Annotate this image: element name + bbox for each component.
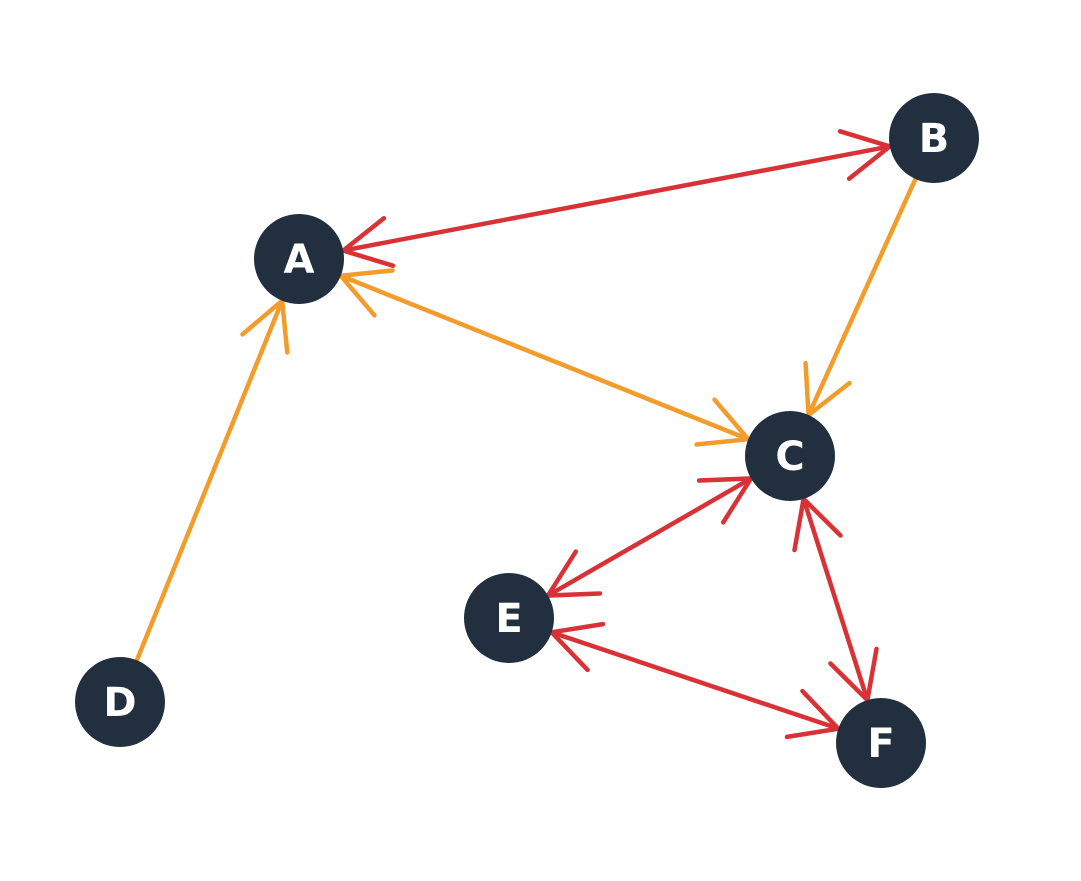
nodes-layer: A B C D E F	[75, 93, 979, 788]
edge-A-B	[338, 129, 895, 268]
node-circle	[836, 698, 926, 788]
edge-D-A	[134, 296, 290, 663]
node-circle	[254, 214, 344, 304]
node-label: F	[867, 721, 894, 767]
edge-line	[545, 476, 754, 598]
arrowhead-B-icon	[837, 129, 895, 182]
edge-line	[338, 273, 751, 442]
edge-C-E	[543, 476, 756, 598]
node-circle	[745, 411, 835, 501]
node-B[interactable]: B	[889, 93, 979, 183]
arrowhead-E-icon	[543, 549, 603, 598]
node-circle	[889, 93, 979, 183]
node-label: D	[103, 680, 136, 726]
edge-C-F	[792, 494, 879, 705]
node-label: C	[775, 434, 804, 480]
edge-line	[134, 298, 285, 663]
edge-E-F	[547, 621, 843, 740]
node-circle	[75, 657, 165, 747]
node-A[interactable]: A	[254, 214, 344, 304]
arrowhead-C-icon	[803, 360, 852, 420]
node-circle	[464, 573, 554, 663]
node-label: B	[919, 116, 950, 162]
node-C[interactable]: C	[745, 411, 835, 501]
edge-B-C	[803, 176, 918, 420]
arrowhead-A-icon	[336, 268, 395, 318]
edge-line	[340, 144, 893, 253]
arrowhead-A-icon	[338, 215, 396, 268]
edge-A-C	[336, 268, 753, 447]
node-label: A	[284, 237, 315, 283]
node-E[interactable]: E	[464, 573, 554, 663]
edge-line	[801, 496, 870, 703]
arrowhead-A-icon	[240, 296, 290, 355]
arrowhead-C-icon	[694, 397, 753, 447]
node-F[interactable]: F	[836, 698, 926, 788]
node-D[interactable]: D	[75, 657, 165, 747]
node-label: E	[495, 596, 522, 642]
edge-line	[806, 176, 918, 418]
edge-line	[549, 630, 841, 731]
